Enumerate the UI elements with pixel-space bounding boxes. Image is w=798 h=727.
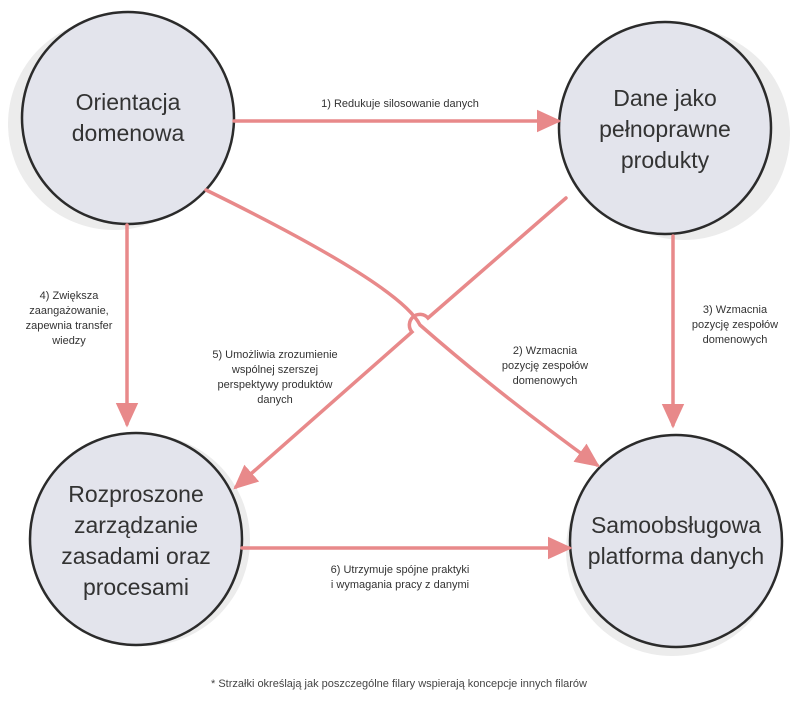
node-label-federated-governance: Rozproszone zarządzanie zasadami oraz pr… [61, 481, 211, 600]
edge-label-6: 6) Utrzymuje spójne praktyki i wymagania… [330, 564, 470, 591]
edge-label-1: 1) Redukuje silosowanie danych [321, 98, 479, 110]
footnote: * Strzałki określają jak poszczególne fi… [210, 678, 587, 690]
edge-label-4: 4) Zwiększa zaangażowanie, zapewnia tran… [25, 290, 113, 347]
node-label-data-as-product: Dane jako pełnoprawne produkty [599, 85, 731, 173]
node-label-domain-orientation: Orientacja domenowa [71, 89, 185, 146]
edge-label-2: 2) Wzmacnia pozycję zespołów domenowych [501, 345, 589, 387]
arrow-2 [204, 188, 600, 468]
edge-label-3: 3) Wzmacnia pozycję zespołów domenowych [691, 304, 779, 346]
arrow-5 [233, 196, 568, 490]
node-label-self-serve-platform: Samoobsługowa platforma danych [587, 512, 765, 569]
node-federated-governance[interactable] [28, 431, 244, 647]
edge-label-5: 5) Umożliwia zrozumienie wspólnej szersz… [212, 349, 338, 406]
